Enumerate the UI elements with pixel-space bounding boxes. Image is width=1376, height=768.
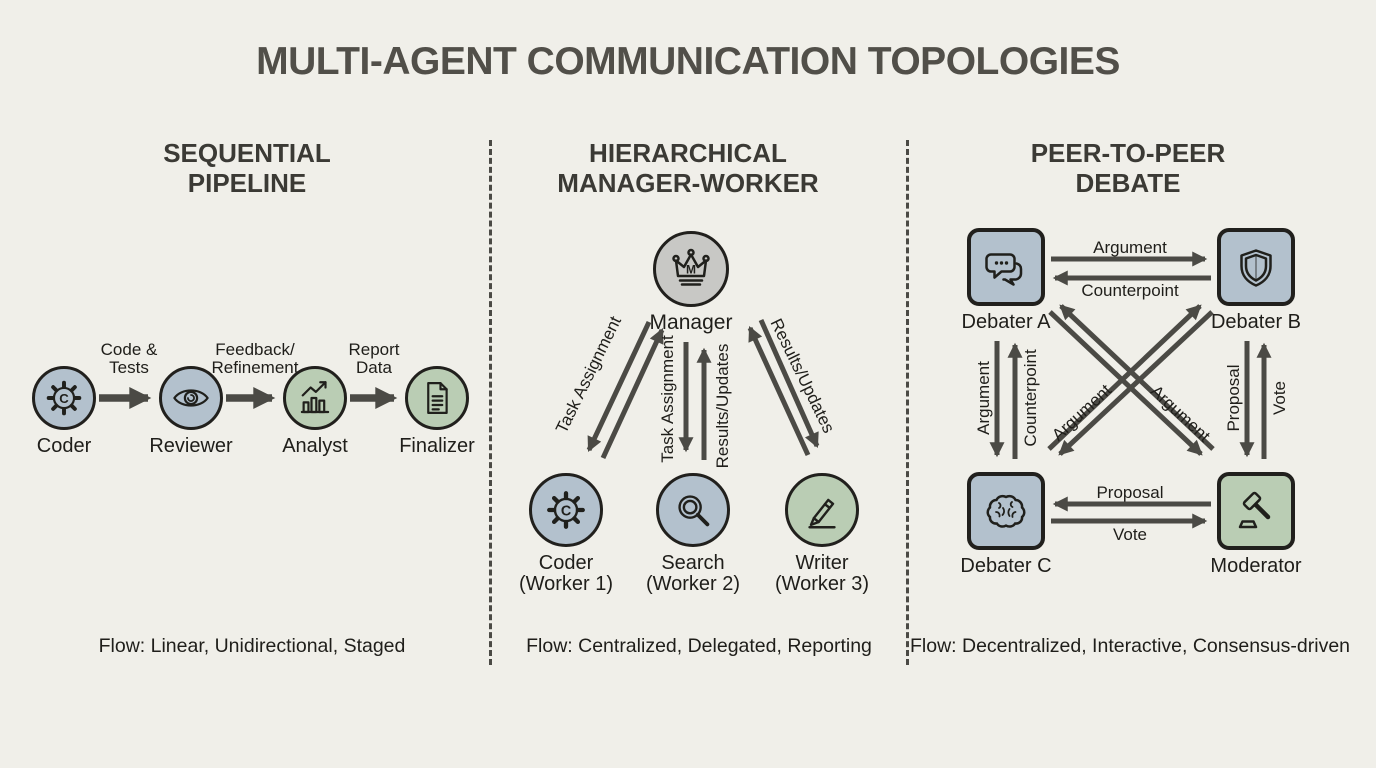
gear-code-icon: C bbox=[46, 380, 82, 416]
node-manager-label: Manager bbox=[649, 311, 733, 334]
node-worker1-coder: C bbox=[529, 473, 603, 547]
node-manager: M bbox=[653, 231, 729, 307]
node-analyst bbox=[283, 366, 347, 430]
document-icon bbox=[427, 382, 448, 414]
node-moderator-label: Moderator bbox=[1210, 555, 1302, 577]
brain-icon bbox=[986, 494, 1026, 528]
arrow-debaterC-to-debaterB-diag bbox=[1047, 304, 1202, 451]
edge-label-counterpoint-left-vert: Counterpoint bbox=[1021, 349, 1040, 447]
flow-caption-hierarchical: Flow: Centralized, Delegated, Reporting bbox=[526, 635, 872, 657]
crown-icon: M bbox=[672, 248, 710, 286]
edge-label-argument-top: Argument bbox=[1093, 238, 1167, 257]
gear-letter: C bbox=[561, 503, 571, 519]
panel-divider-left bbox=[489, 140, 492, 665]
panel-divider-right bbox=[906, 140, 909, 665]
edge-label-vote-right-vert: Vote bbox=[1270, 380, 1289, 416]
arrow-debaterA-to-moderator-diag bbox=[1048, 310, 1203, 456]
node-reviewer-label: Reviewer bbox=[149, 435, 233, 457]
arrow-worker3-to-manager bbox=[747, 325, 811, 457]
magnifier-icon bbox=[678, 495, 710, 527]
node-moderator bbox=[1217, 472, 1295, 550]
edge-label-proposal-bottom: Proposal bbox=[1096, 483, 1164, 502]
edge-label-proposal-right-vert: Proposal bbox=[1224, 364, 1243, 432]
pen-icon bbox=[808, 498, 836, 529]
edge-label-results-updates-vert: Results/Updates bbox=[713, 343, 732, 469]
edge-label-report-data: Report Data bbox=[348, 340, 400, 377]
arrow-moderator-to-debaterA-diag bbox=[1059, 304, 1215, 451]
node-debater-b bbox=[1217, 228, 1295, 306]
node-coder: C bbox=[32, 366, 96, 430]
node-coder-label: Coder bbox=[36, 435, 92, 457]
edge-label-counterpoint-top: Counterpoint bbox=[1081, 281, 1179, 300]
eye-icon bbox=[173, 389, 209, 407]
node-reviewer bbox=[159, 366, 223, 430]
edge-label-vote-bottom: Vote bbox=[1112, 525, 1148, 544]
flow-caption-p2p: Flow: Decentralized, Interactive, Consen… bbox=[909, 635, 1351, 657]
node-worker3-writer bbox=[785, 473, 859, 547]
node-debater-c-label: Debater C bbox=[960, 555, 1052, 577]
edge-label-feedback-refinement: Feedback/ Refinement bbox=[211, 340, 299, 377]
heading-hierarchical-manager-worker: HIERARCHICAL MANAGER-WORKER bbox=[557, 138, 819, 198]
crown-letter: M bbox=[686, 263, 696, 277]
node-debater-c bbox=[967, 472, 1045, 550]
node-debater-a bbox=[967, 228, 1045, 306]
node-worker1-label: Coder (Worker 1) bbox=[518, 552, 614, 595]
node-worker2-search bbox=[656, 473, 730, 547]
node-finalizer-label: Finalizer bbox=[399, 435, 475, 457]
node-analyst-label: Analyst bbox=[282, 435, 348, 457]
node-finalizer bbox=[405, 366, 469, 430]
node-debater-b-label: Debater B bbox=[1210, 311, 1302, 333]
edge-label-code-tests: Code & Tests bbox=[100, 340, 158, 377]
heading-peer-to-peer-debate: PEER-TO-PEER DEBATE bbox=[1030, 138, 1226, 198]
arrow-manager-to-worker3 bbox=[758, 318, 820, 449]
gear-letter: C bbox=[59, 391, 69, 406]
arrow-debaterB-to-debaterC-diag bbox=[1058, 310, 1214, 456]
shield-icon bbox=[1240, 249, 1272, 287]
node-worker3-label: Writer (Worker 3) bbox=[774, 552, 870, 595]
gear-code-icon: C bbox=[547, 491, 585, 529]
edge-label-argument-left-vert: Argument bbox=[974, 361, 993, 435]
page-title: MULTI-AGENT COMMUNICATION TOPOLOGIES bbox=[256, 40, 1120, 83]
heading-sequential-pipeline: SEQUENTIAL PIPELINE bbox=[163, 138, 331, 198]
arrow-manager-to-worker1 bbox=[586, 320, 652, 453]
bar-chart-icon bbox=[300, 381, 330, 414]
node-debater-a-label: Debater A bbox=[961, 311, 1051, 333]
node-worker2-label: Search (Worker 2) bbox=[645, 552, 741, 595]
arrow-worker1-to-manager bbox=[600, 327, 665, 460]
flow-caption-sequential: Flow: Linear, Unidirectional, Staged bbox=[98, 635, 406, 657]
gavel-icon bbox=[1238, 491, 1271, 529]
speech-bubbles-icon bbox=[985, 253, 1023, 286]
edge-label-task-assignment-vert: Task Assignment bbox=[658, 335, 677, 463]
